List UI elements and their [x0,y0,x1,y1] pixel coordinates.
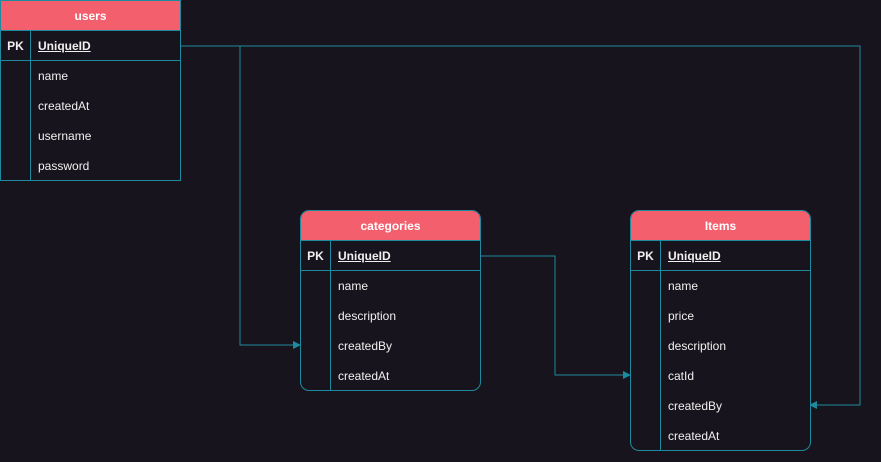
key-cell-empty [1,61,31,91]
key-cell-empty [301,331,331,361]
entity-items-field-row[interactable]: name [631,271,810,301]
entity-categories-field-row[interactable]: createdBy [301,331,480,361]
field-description: description [668,339,727,353]
key-cell-empty [631,391,661,421]
entity-users-field-row[interactable]: name [1,61,180,91]
field-createdAt: createdAt [38,99,90,113]
key-cell-empty [1,121,31,151]
entity-items-field-row[interactable]: createdAt [631,421,810,450]
connector-categories-to-items [480,255,631,379]
entity-items-pk-row[interactable]: PK UniqueID [631,241,810,271]
pk-label: PK [631,241,661,270]
pk-field: UniqueID [668,249,721,263]
field-username: username [38,129,92,143]
key-cell-empty [631,421,661,450]
key-cell-empty [301,361,331,390]
key-cell-empty [301,301,331,331]
entity-categories-pk-row[interactable]: PK UniqueID [301,241,480,271]
entity-users-title: users [1,1,180,31]
field-price: price [668,309,695,323]
pk-label: PK [301,241,331,270]
entity-users-pk-row[interactable]: PK UniqueID [1,31,180,61]
field-createdBy: createdBy [338,339,393,353]
entity-users-field-row[interactable]: createdAt [1,91,180,121]
entity-categories-field-row[interactable]: name [301,271,480,301]
entity-items[interactable]: Items PK UniqueID name price description… [630,210,811,451]
entity-items-title: Items [631,211,810,241]
entity-categories-field-row[interactable]: description [301,301,480,331]
field-password: password [38,159,90,173]
field-description: description [338,309,397,323]
entity-users-field-row[interactable]: username [1,121,180,151]
entity-categories-title: categories [301,211,480,241]
key-cell-empty [1,151,31,180]
key-cell-empty [631,301,661,331]
entity-categories[interactable]: categories PK UniqueID name description … [300,210,481,391]
field-createdAt: createdAt [668,429,720,443]
entity-categories-field-row[interactable]: createdAt [301,361,480,390]
pk-field: UniqueID [338,249,391,263]
pk-field: UniqueID [38,39,91,53]
connector-users-to-categories [180,45,301,349]
key-cell-empty [631,361,661,391]
field-createdBy: createdBy [668,399,723,413]
entity-items-field-row[interactable]: price [631,301,810,331]
pk-label: PK [1,31,31,60]
entity-items-field-row[interactable]: createdBy [631,391,810,421]
key-cell-empty [631,331,661,361]
field-name: name [38,69,69,83]
entity-items-field-row[interactable]: description [631,331,810,361]
key-cell-empty [631,271,661,301]
entity-users[interactable]: users PK UniqueID name createdAt usernam… [0,0,181,181]
entity-users-field-row[interactable]: password [1,151,180,180]
field-name: name [338,279,369,293]
field-createdAt: createdAt [338,369,390,383]
entity-items-field-row[interactable]: catId [631,361,810,391]
field-name: name [668,279,699,293]
key-cell-empty [1,91,31,121]
key-cell-empty [301,271,331,301]
field-catId: catId [668,369,695,383]
